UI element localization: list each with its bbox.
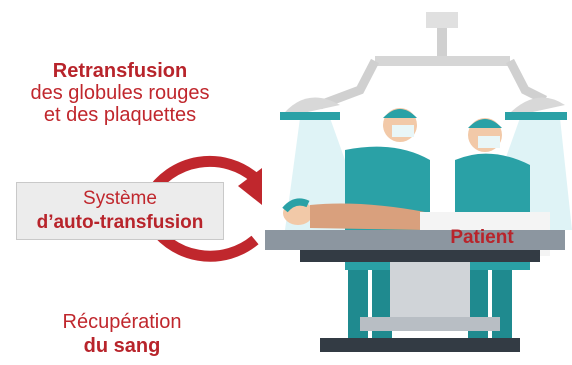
retransfusion-label: Retransfusion des globules rouges et des… xyxy=(0,60,240,126)
patient-label: Patient xyxy=(450,227,514,248)
retransfusion-line3: et des plaquettes xyxy=(43,104,197,126)
retransfusion-title: Retransfusion xyxy=(52,60,188,82)
system-box-line1: Système xyxy=(83,188,157,209)
auto-transfusion-system-box: Système d’auto-transfusion xyxy=(16,182,224,240)
surgical-lamp xyxy=(280,12,567,120)
blood-recovery-line2: du sang xyxy=(83,335,161,357)
patient-figure xyxy=(282,198,425,230)
blood-recovery-line1: Récupération xyxy=(62,311,182,333)
operating-table xyxy=(265,230,565,352)
system-box-line2: d’auto-transfusion xyxy=(36,212,204,233)
retransfusion-line2: des globules rouges xyxy=(30,82,210,104)
blood-recovery-label: Récupération du sang xyxy=(22,310,222,358)
